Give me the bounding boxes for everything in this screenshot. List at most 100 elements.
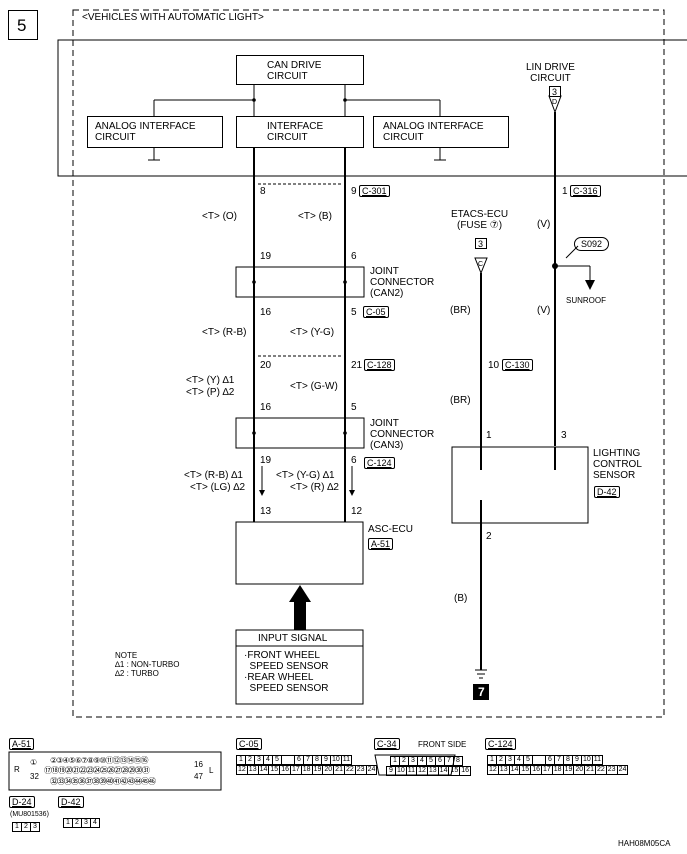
- pin-5b: 5: [351, 402, 357, 413]
- conn-label-c34: C-34: [374, 738, 400, 750]
- lighting-control-sensor-label: LIGHTING CONTROL SENSOR: [593, 448, 642, 481]
- pin-12: 12: [351, 506, 363, 517]
- lin-pin: 3: [552, 87, 558, 97]
- interface-circuit: INTERFACE CIRCUIT: [236, 116, 364, 148]
- c34-pin: 11: [406, 766, 418, 776]
- pin-16b: 16: [260, 402, 272, 413]
- d42-pin: 3: [82, 818, 91, 828]
- c05-pin: 12: [236, 765, 248, 775]
- c34-pin: 1: [390, 756, 400, 766]
- splice-s092: S092: [574, 237, 610, 251]
- c05-pin: 6: [295, 755, 304, 765]
- c124-pin: 14: [509, 765, 521, 775]
- c34-pin: 4: [418, 756, 427, 766]
- c124-pin: 7: [555, 755, 564, 765]
- c05-pin: 13: [247, 765, 259, 775]
- etacs-triangle-letter: C: [478, 261, 484, 268]
- connector-c124: C-124: [364, 457, 395, 469]
- d42-pin: 4: [91, 818, 100, 828]
- c124-pin: 21: [585, 765, 596, 775]
- ground-ref-box: 7: [473, 684, 489, 700]
- c124-pin: 5: [524, 755, 533, 765]
- wire-br-1: (BR): [450, 305, 471, 316]
- c124-pin: 18: [552, 765, 564, 775]
- can-drive-circuit-label: CAN DRIVE CIRCUIT: [267, 60, 322, 82]
- wire-v-1: (V): [537, 219, 551, 230]
- c124-pin: 12: [487, 765, 499, 775]
- pin-20: 20: [260, 360, 272, 371]
- joint-connector-can3: JOINT CONNECTOR (CAN3): [370, 418, 435, 451]
- pin-1-sensor: 1: [486, 430, 492, 441]
- wire-t-b: <T> (B): [298, 211, 332, 222]
- a51-right-l: L: [209, 766, 214, 775]
- c34-pin: 7: [445, 756, 454, 766]
- wire-t-gw: <T> (G-W): [290, 381, 338, 392]
- pin-9: 9: [351, 186, 357, 197]
- step-number-box: 5: [8, 10, 38, 40]
- connector-c128: C-128: [364, 359, 395, 371]
- etacs-pin: 3: [478, 239, 484, 249]
- pin-10: 10: [488, 360, 500, 371]
- pin-19a: 19: [260, 251, 272, 262]
- wire-t-r: <T> (R) ∆2: [290, 482, 339, 493]
- interface-circuit-label: INTERFACE CIRCUIT: [267, 121, 324, 143]
- etacs-ecu-label: ETACS-ECU (FUSE ⑦): [451, 209, 509, 231]
- wire-t-lg: <T> (LG) ∆2: [190, 482, 246, 493]
- c05-pin: 4: [264, 755, 273, 765]
- wire-t-yg: <T> (Y-G): [290, 327, 335, 338]
- c05-pin: 8: [313, 755, 322, 765]
- lin-triangle-letter: D: [552, 99, 558, 106]
- connector-c130: C-130: [502, 359, 533, 371]
- figure-code: HAH08M05CA: [618, 839, 671, 848]
- connector-c301: C-301: [359, 185, 390, 197]
- pin-13: 13: [260, 506, 272, 517]
- c05-key: [282, 755, 295, 765]
- d24-pin: 1: [12, 822, 22, 832]
- c05-pin: 10: [331, 755, 342, 765]
- pin-21: 21: [351, 360, 363, 371]
- c34-pin: 9: [386, 766, 396, 776]
- step-number: 5: [17, 16, 27, 35]
- connector-c316: C-316: [570, 185, 601, 197]
- c34-pin: 2: [400, 756, 409, 766]
- wire-v-2: (V): [537, 305, 551, 316]
- wire-t-o: <T> (O): [202, 211, 238, 222]
- c124-pin: 10: [582, 755, 593, 765]
- pin-8: 8: [260, 186, 266, 197]
- a51-left-1: ①: [30, 758, 38, 767]
- d24-pin: 2: [22, 822, 31, 832]
- c34-pin: 3: [409, 756, 418, 766]
- d24-pin: 3: [31, 822, 40, 832]
- c05-pin: 16: [280, 765, 291, 775]
- pin-5a: 5: [351, 307, 357, 318]
- c05-pin: 1: [236, 755, 246, 765]
- connector-c05: C-05: [363, 306, 389, 318]
- d24-part-number: (MU801536): [10, 811, 49, 818]
- c124-pin: 1: [487, 755, 497, 765]
- conn-label-d24: D-24: [9, 796, 35, 808]
- c34-pin: 6: [436, 756, 445, 766]
- c05-pin: 15: [269, 765, 281, 775]
- c05-pin: 3: [255, 755, 264, 765]
- c124-pin: 22: [595, 765, 607, 775]
- conn-label-a51: A-51: [9, 738, 35, 750]
- c124-pin: 13: [498, 765, 510, 775]
- c05-pin: 22: [344, 765, 356, 775]
- a51-left-32: 32: [30, 772, 39, 781]
- pin-2: 2: [486, 531, 492, 542]
- wire-t-rb2: <T> (R-B) ∆1: [184, 470, 243, 481]
- c34-pin: 12: [417, 766, 428, 776]
- c124-pin: 24: [617, 765, 629, 775]
- c34-pin: 8: [454, 756, 463, 766]
- c05-pin: 5: [273, 755, 282, 765]
- analog-interface-left-label: ANALOG INTERFACE CIRCUIT: [95, 121, 196, 143]
- c124-pin: 11: [592, 755, 604, 765]
